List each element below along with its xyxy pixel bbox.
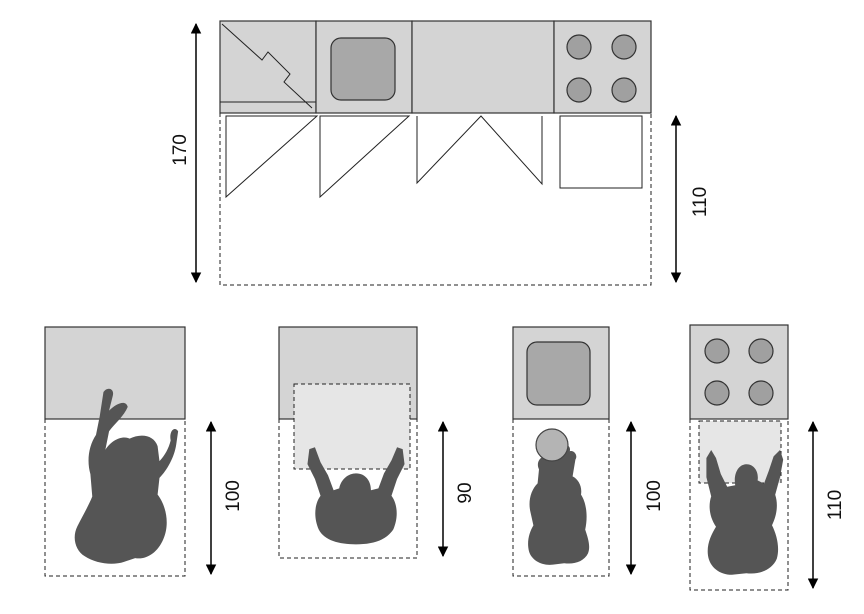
plate-icon bbox=[535, 428, 569, 462]
dimension-label-hob: 110 bbox=[825, 490, 846, 520]
burner-icon bbox=[611, 34, 637, 60]
burner-icon bbox=[748, 380, 774, 406]
door-swing-1 bbox=[225, 115, 319, 199]
hob-module bbox=[553, 20, 652, 114]
sink-basin bbox=[330, 37, 396, 101]
hob-block bbox=[689, 324, 789, 420]
dimension-label-cabinet: 90 bbox=[455, 482, 476, 503]
person-icon bbox=[706, 450, 784, 575]
kitchen-plan: 170 110 bbox=[170, 20, 711, 286]
door-swing-3 bbox=[416, 115, 543, 186]
burner-icon bbox=[611, 77, 637, 103]
workzone-sink: 100 bbox=[512, 326, 665, 577]
workzone-sink-area bbox=[512, 419, 610, 577]
dimension-label-counter: 100 bbox=[223, 480, 244, 512]
dimension-label-depth: 170 bbox=[170, 134, 191, 166]
burner-icon bbox=[748, 338, 774, 364]
workzone-hob-area bbox=[689, 419, 789, 591]
burner-icon bbox=[704, 338, 730, 364]
worktop-module bbox=[411, 20, 555, 114]
dimension-label-clearance: 110 bbox=[690, 187, 711, 217]
clearance-zone bbox=[219, 113, 652, 286]
workzone-cabinet: 90 bbox=[278, 326, 476, 559]
dimension-label-sink: 100 bbox=[644, 480, 665, 512]
corner-counter-tear bbox=[221, 23, 313, 109]
workzone-counter: 100 bbox=[44, 326, 244, 577]
workzone-cabinet-area bbox=[278, 419, 418, 559]
hob-burners bbox=[566, 34, 637, 103]
burner-icon bbox=[704, 380, 730, 406]
burner-icon bbox=[566, 77, 592, 103]
workzone-hob: 110 bbox=[689, 324, 846, 591]
sink-basin bbox=[526, 341, 591, 406]
counter-block bbox=[44, 326, 186, 420]
burner-icon bbox=[566, 34, 592, 60]
door-swing-2 bbox=[319, 115, 411, 199]
oven-door bbox=[559, 115, 643, 189]
hob-burners bbox=[704, 338, 774, 406]
workzone-counter-area bbox=[44, 419, 186, 577]
